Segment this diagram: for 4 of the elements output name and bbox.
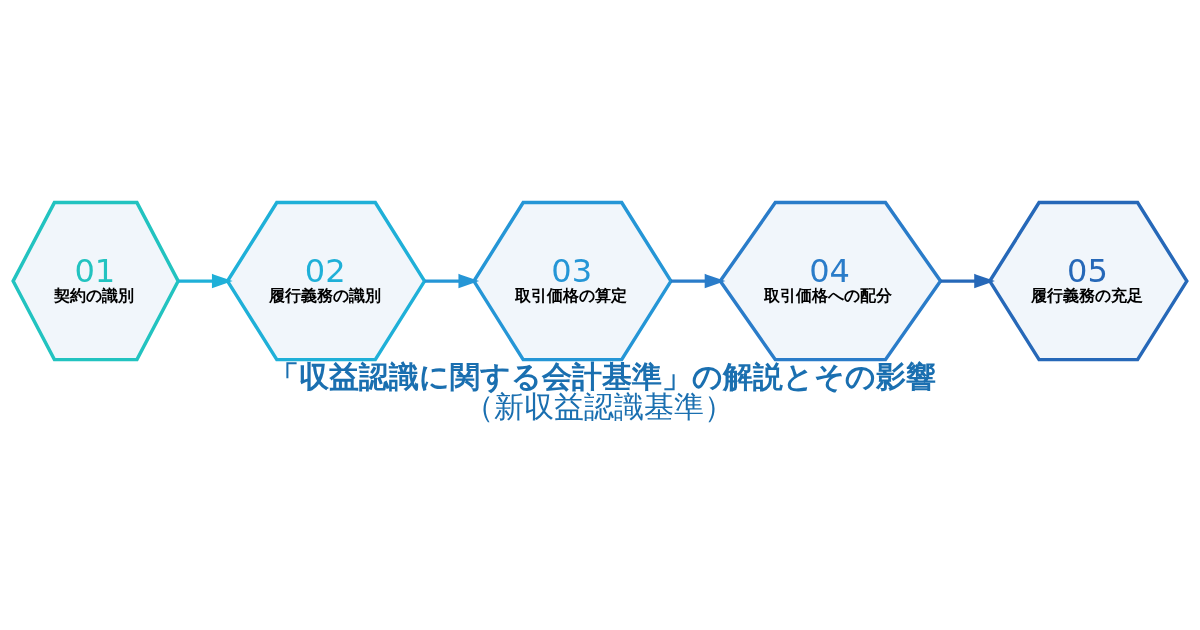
arrow — [424, 273, 480, 288]
arrow — [670, 273, 726, 288]
arrow — [940, 273, 995, 288]
arrow — [178, 273, 233, 288]
